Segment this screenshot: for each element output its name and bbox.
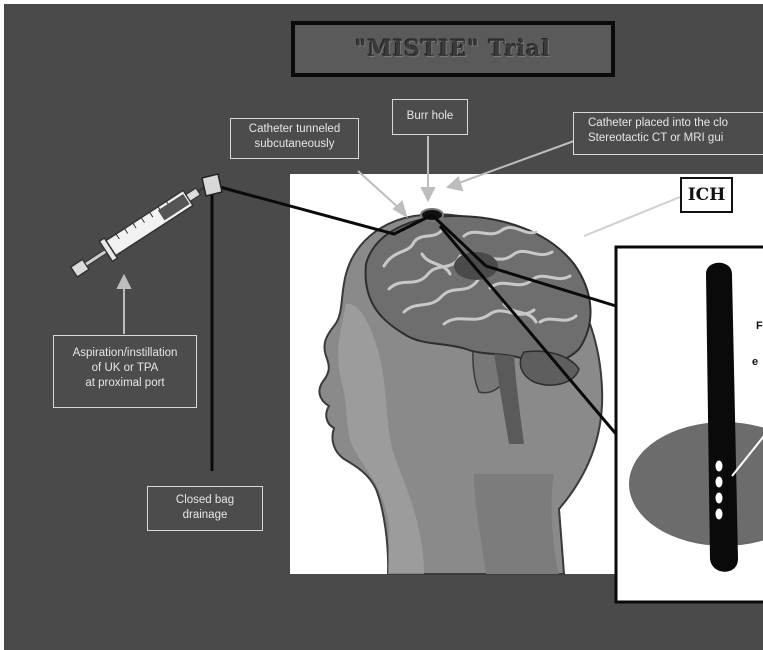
diagram-graphics: [4, 4, 763, 650]
ich-label: ICH: [688, 185, 726, 205]
label-line: Aspiration/instillation: [60, 346, 190, 361]
label-catheter-placed: Catheter placed into the clo Stereotacti…: [573, 112, 763, 155]
label-aspiration: Aspiration/instillation of UK or TPA at …: [53, 335, 197, 408]
label-line: Catheter tunneled: [237, 122, 352, 137]
label-line: drainage: [154, 508, 256, 523]
catheter-inset: [616, 247, 763, 602]
syringe-icon: [67, 174, 216, 282]
inset-text-fragment: e: [752, 356, 758, 368]
label-line: at proximal port: [60, 376, 190, 391]
diagram-slide: "MISTIE" Trial Catheter tunneled subcuta…: [4, 4, 763, 650]
label-line: Closed bag: [154, 493, 256, 508]
label-line: of UK or TPA: [60, 361, 190, 376]
page-title: "MISTIE" Trial: [355, 36, 551, 62]
label-line: Catheter placed into the clo: [588, 116, 761, 131]
label-line: Burr hole: [399, 109, 461, 124]
label-burr-hole: Burr hole: [392, 99, 468, 135]
label-line: subcutaneously: [237, 137, 352, 152]
catheter-hub: [202, 174, 222, 196]
label-catheter-tunneled: Catheter tunneled subcutaneously: [230, 118, 359, 159]
label-line: Stereotactic CT or MRI gui: [588, 131, 761, 146]
label-closed-bag: Closed bag drainage: [147, 486, 263, 531]
ich-label-box: ICH: [680, 177, 733, 213]
inset-text-fragment: F: [756, 320, 763, 332]
title-box: "MISTIE" Trial: [291, 21, 615, 77]
